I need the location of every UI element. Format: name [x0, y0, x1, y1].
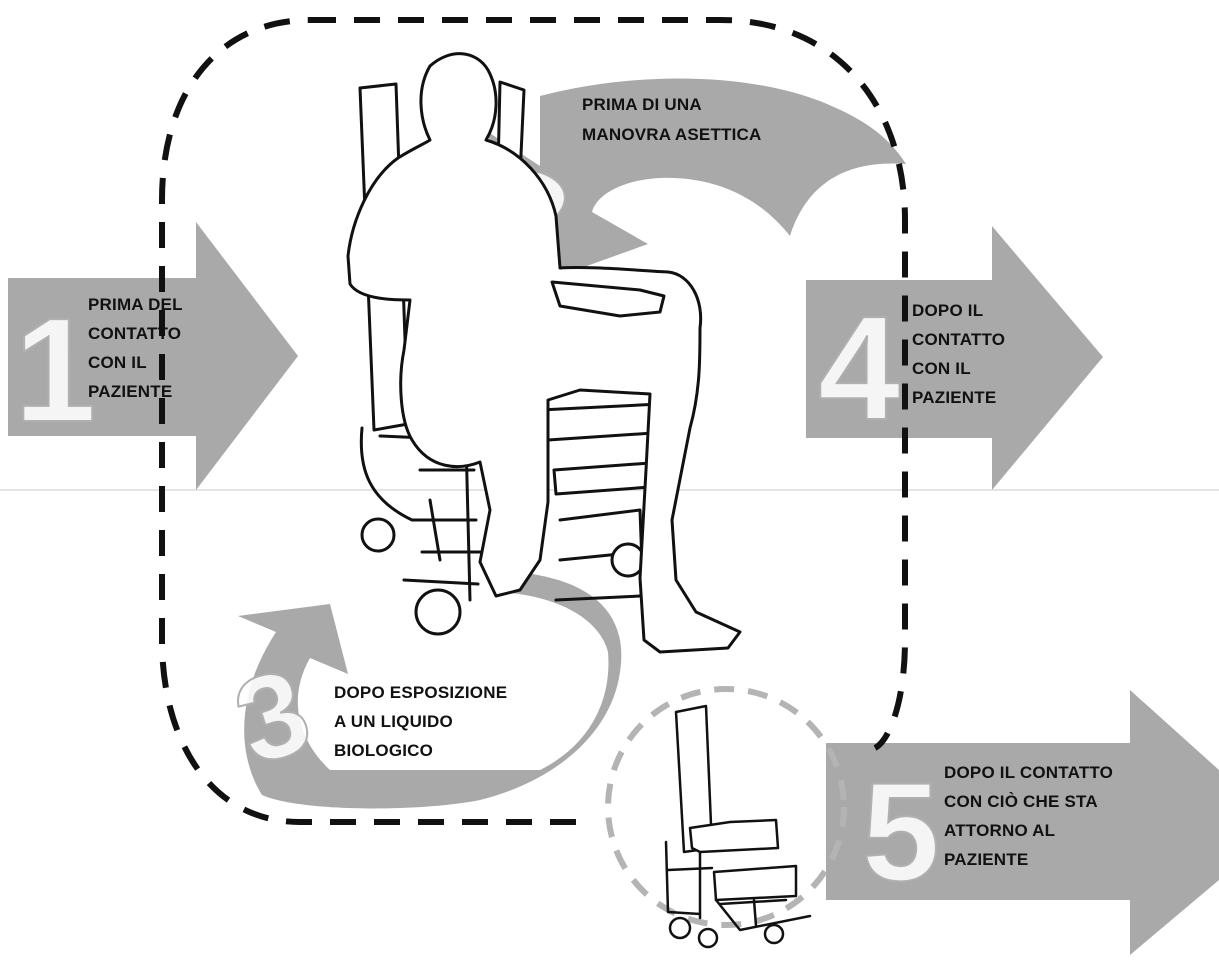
moment-1-number: 1 [14, 288, 96, 453]
moment-4-label-line: PAZIENTE [912, 388, 996, 407]
moment-3-label-line: BIOLOGICO [334, 741, 433, 760]
small-wheel-icon [765, 925, 783, 943]
moment-4-arrow: 4 DOPO IL CONTATTO CON IL PAZIENTE [806, 226, 1103, 490]
wheel-icon [362, 519, 394, 551]
moment-1-label-line: CON IL [88, 353, 147, 372]
moment-4-label-line: DOPO IL [912, 301, 983, 320]
moment-3-label-line: DOPO ESPOSIZIONE [334, 683, 507, 702]
moment-1-arrow: 1 PRIMA DEL CONTATTO CON IL PAZIENTE [8, 222, 298, 490]
moment-5-arrow: 5 DOPO IL CONTATTO CON CIÒ CHE STA ATTOR… [826, 690, 1219, 955]
moment-1-label-line: CONTATTO [88, 324, 181, 343]
moment-4-number: 4 [818, 286, 900, 451]
moment-4-label-line: CON IL [912, 359, 971, 378]
moment-3-number: 3 [220, 643, 325, 791]
small-chair-seat-icon [690, 820, 778, 852]
wheel-icon [416, 590, 460, 634]
wheelchair-icon [666, 706, 810, 947]
small-wheel-icon [670, 918, 690, 938]
moment-4-label-line: CONTATTO [912, 330, 1005, 349]
moment-3-label: DOPO ESPOSIZIONE A UN LIQUIDO BIOLOGICO [334, 683, 512, 760]
small-chair-footrest-icon [714, 866, 796, 900]
moment-3-label-line: A UN LIQUIDO [334, 712, 453, 731]
moment-1-label-line: PRIMA DEL [88, 295, 182, 314]
moment-5-label-line: DOPO IL CONTATTO [944, 763, 1113, 782]
moment-5-number: 5 [862, 753, 940, 910]
moment-5-label-line: ATTORNO AL [944, 821, 1055, 840]
small-wheel-icon [699, 929, 717, 947]
moment-2-label-line: PRIMA DI UNA [582, 95, 701, 114]
moment-2-label-line: MANOVRA ASETTICA [582, 125, 762, 144]
moment-5-label-line: CON CIÒ CHE STA [944, 792, 1097, 811]
moment-5-label-line: PAZIENTE [944, 850, 1028, 869]
